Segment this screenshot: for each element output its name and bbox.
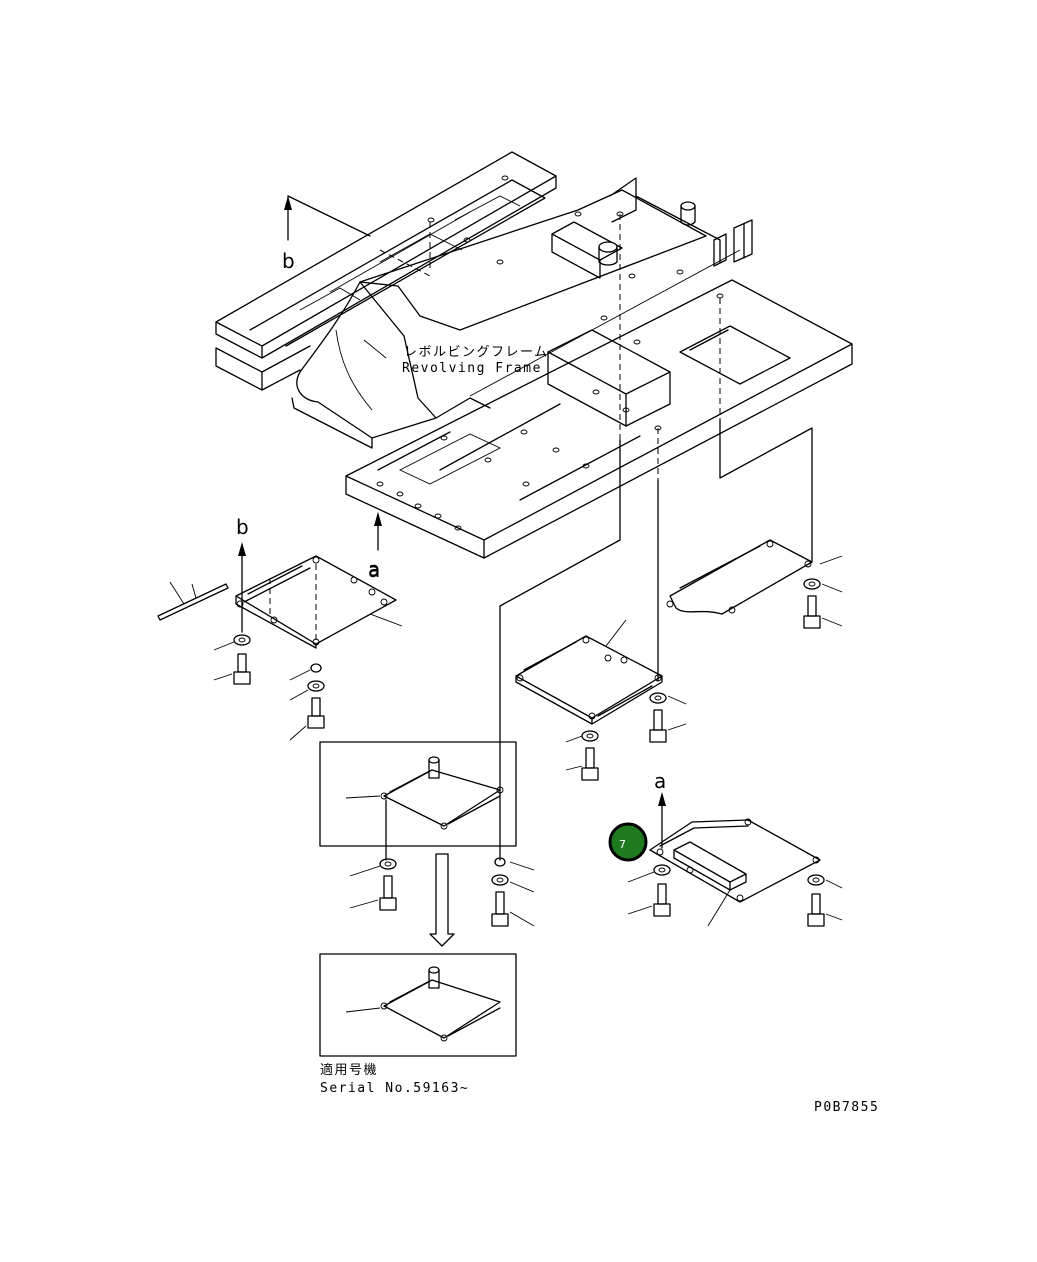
svg-text:a: a — [368, 557, 380, 581]
serial-label-en: Serial No.59163~ — [320, 1081, 469, 1096]
right-bottom-cover-plate — [649, 818, 821, 927]
drawing-code: P0B7855 — [814, 1100, 879, 1115]
arrow-a-left: a — [368, 558, 380, 582]
svg-text:b: b — [236, 515, 249, 539]
right-top-cover-plate — [666, 539, 843, 615]
detail-box-lower — [319, 953, 517, 1057]
change-arrow — [429, 853, 455, 947]
right-bottom-bolts — [627, 864, 843, 927]
arrow-a-right: a — [654, 769, 666, 849]
arrow-b-top: b — [282, 195, 371, 273]
connection-lines — [269, 214, 813, 861]
left-cover-plate — [157, 555, 403, 649]
svg-text:7: 7 — [619, 838, 626, 851]
center-cover-plate — [515, 619, 663, 725]
callout-badge-7[interactable]: 7 — [608, 822, 648, 862]
detail-box-upper — [319, 741, 517, 861]
arrow-b-left: b — [236, 515, 249, 633]
detail-box-upper-bolts — [349, 857, 535, 927]
revolving-frame — [215, 151, 853, 559]
left-plate-bolts — [213, 634, 325, 741]
frame-label-en: Revolving Frame — [402, 361, 542, 376]
center-plate-bolts — [565, 692, 687, 781]
arrow-a-frame: a — [368, 512, 382, 581]
svg-text:a: a — [654, 769, 666, 793]
serial-label-jp: 適用号機 — [320, 1062, 378, 1078]
frame-label-jp: レボルビングフレーム — [404, 345, 549, 360]
right-top-bolts — [803, 578, 843, 629]
svg-text:b: b — [282, 249, 295, 273]
